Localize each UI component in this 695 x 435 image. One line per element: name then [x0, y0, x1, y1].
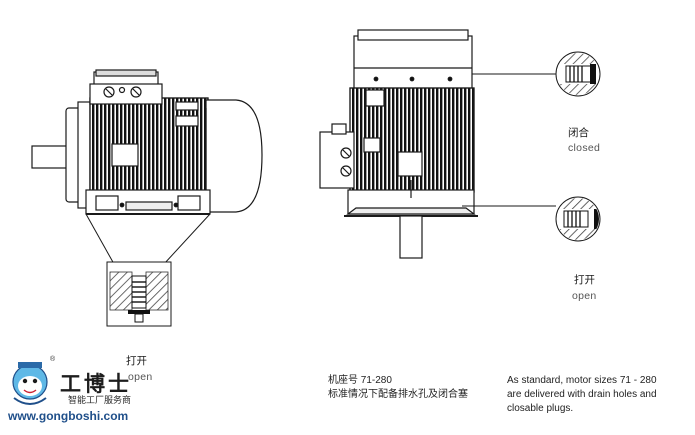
note-en-line2: are delivered with drain holes and	[507, 389, 657, 400]
brand-url-link[interactable]: www.gongboshi.com	[8, 409, 129, 423]
leader-lines-left	[85, 213, 211, 265]
motor-end-view	[319, 29, 478, 259]
label-open-right-en: open	[572, 290, 597, 302]
drain-detail-open-right	[555, 196, 601, 242]
note-cn-line1: 机座号 71-280	[328, 375, 392, 386]
motor-side-view	[31, 69, 263, 215]
label-open-right-cn: 打开	[574, 274, 595, 286]
motor-shaft	[31, 145, 71, 169]
label-closed-en: closed	[568, 142, 601, 154]
leader-lines-right	[462, 73, 556, 207]
end-shaft	[399, 215, 423, 259]
brand-mascot-icon	[12, 362, 48, 405]
brand-reg-mark: ®	[50, 356, 56, 363]
brand-tagline: 智能工厂服务商	[68, 395, 132, 405]
label-open-left-cn: 打开	[126, 355, 147, 367]
note-cn-line2: 标准情况下配备排水孔及闭合塞	[328, 389, 468, 400]
end-terminal-box	[319, 131, 355, 189]
fan-cover	[205, 99, 263, 213]
nameplate	[111, 143, 139, 167]
drain-detail-open-left	[106, 261, 172, 327]
label-closed-cn: 闭合	[568, 127, 589, 139]
brand-name-cn: 工博士	[60, 371, 132, 396]
label-open-left-en: open	[128, 371, 153, 383]
note-en-line3: closable plugs.	[507, 403, 574, 414]
drain-detail-closed	[555, 51, 601, 97]
end-fan-cover	[353, 35, 473, 91]
note-en-line1: As standard, motor sizes 71 - 280	[507, 375, 657, 386]
